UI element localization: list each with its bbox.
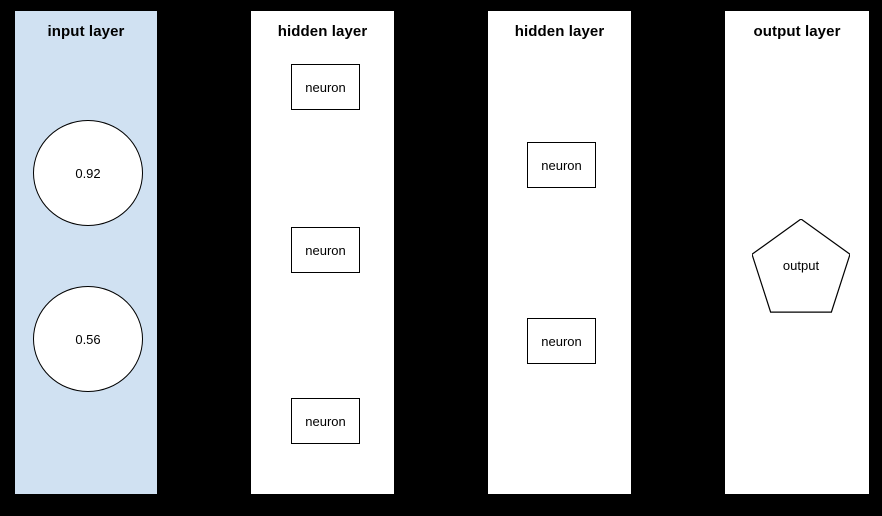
node-label: neuron <box>541 333 582 349</box>
gutter-gutter-2 <box>395 0 487 516</box>
node-input-node-1[interactable]: 0.92 <box>33 120 143 226</box>
node-hidden2-node-1[interactable]: neuron <box>527 142 596 188</box>
node-label: 0.92 <box>75 165 101 181</box>
node-hidden1-node-3[interactable]: neuron <box>291 398 360 444</box>
node-label: 0.56 <box>75 331 101 347</box>
node-hidden1-node-2[interactable]: neuron <box>291 227 360 273</box>
gutter-gutter-3 <box>632 0 724 516</box>
node-label: neuron <box>305 242 346 258</box>
layer-panel-input-layer[interactable]: input layer <box>14 10 158 495</box>
layer-title-hidden-layer-2: hidden layer <box>514 23 605 40</box>
pentagon-shape <box>752 219 850 317</box>
gutter-gutter-left <box>0 0 14 516</box>
layer-panel-hidden-layer-2[interactable]: hidden layer <box>487 10 632 495</box>
layer-title-output-layer: output layer <box>753 23 841 40</box>
node-label: output <box>782 257 820 273</box>
node-label: neuron <box>541 157 582 173</box>
gutter-gutter-right <box>870 0 882 516</box>
node-output-node-1[interactable]: output <box>752 219 850 303</box>
node-label: neuron <box>305 413 346 429</box>
node-input-node-2[interactable]: 0.56 <box>33 286 143 392</box>
node-hidden2-node-2[interactable]: neuron <box>527 318 596 364</box>
layer-title-hidden-layer-1: hidden layer <box>277 23 368 40</box>
gutter-gutter-1 <box>158 0 250 516</box>
node-hidden1-node-1[interactable]: neuron <box>291 64 360 110</box>
layer-title-input-layer: input layer <box>47 23 125 40</box>
node-label: neuron <box>305 79 346 95</box>
